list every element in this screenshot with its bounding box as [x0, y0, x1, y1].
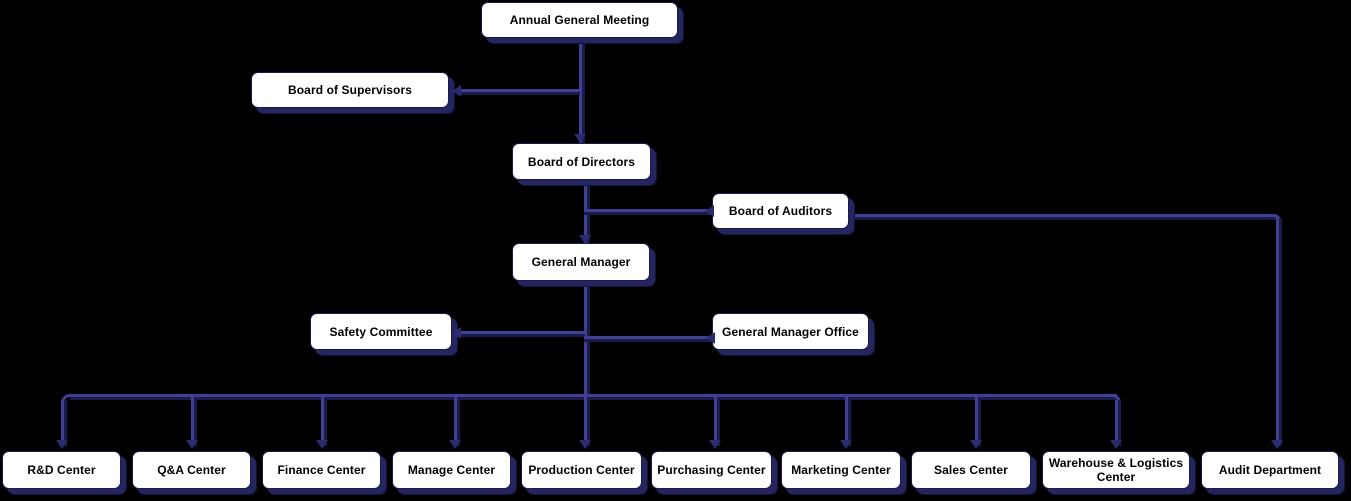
drop-sales-center	[975, 397, 978, 446]
node-sales-center[interactable]: Sales Center	[911, 451, 1031, 489]
node-qa-center[interactable]: Q&A Center	[132, 451, 251, 489]
edge-boa-right	[853, 214, 1276, 217]
arrowhead-safety-committee	[452, 327, 461, 339]
node-manage-center[interactable]: Manage Center	[392, 451, 511, 489]
node-general-manager-office[interactable]: General Manager Office	[712, 313, 869, 350]
node-general-manager[interactable]: General Manager	[512, 243, 650, 281]
node-board-of-directors[interactable]: Board of Directors	[512, 143, 651, 180]
edge-bod-to-gm	[584, 182, 587, 244]
edge-agm-to-bod	[579, 36, 582, 143]
arrowhead-manage-center	[449, 440, 461, 449]
edge-boa-to-audit	[1276, 218, 1279, 446]
node-audit-department[interactable]: Audit Department	[1201, 451, 1339, 489]
node-production-center[interactable]: Production Center	[521, 451, 642, 489]
department-bus-line	[70, 394, 1117, 397]
edge-gm-to-gmoffice	[584, 336, 715, 339]
node-purchasing-center[interactable]: Purchasing Center	[651, 451, 772, 489]
drop-qa-center	[191, 397, 194, 446]
elbow-boa-down	[1267, 214, 1282, 229]
drop-manage-center	[454, 397, 457, 446]
node-board-of-auditors[interactable]: Board of Auditors	[712, 193, 849, 229]
edge-agm-to-bos	[459, 89, 580, 92]
elbow-bod-to-boa	[584, 182, 596, 215]
arrowhead-bos	[452, 85, 461, 97]
node-marketing-center[interactable]: Marketing Center	[781, 451, 901, 489]
node-board-of-supervisors[interactable]: Board of Supervisors	[251, 72, 449, 108]
arrowhead-production-center	[579, 440, 591, 449]
arrowhead-sales-center	[970, 440, 982, 449]
arrowhead-qa-center	[186, 440, 198, 449]
arrowhead-gm	[579, 235, 591, 244]
edge-gm-to-safety	[459, 331, 585, 334]
drop-production-center	[584, 397, 587, 446]
drop-warehouse-logistics-center	[1115, 400, 1118, 446]
drop-purchasing-center	[714, 397, 717, 446]
arrowhead-bod	[574, 134, 586, 143]
arrowhead-boa	[705, 205, 714, 217]
arrowhead-finance-center	[316, 440, 328, 449]
arrowhead-rd-center	[56, 440, 68, 449]
elbow-bus-right-end	[1106, 394, 1121, 409]
arrowhead-audit-department	[1271, 440, 1283, 449]
arrowhead-warehouse-logistics-center	[1110, 440, 1122, 449]
node-warehouse-logistics-center[interactable]: Warehouse & Logistics Center	[1042, 451, 1190, 489]
drop-rd-center	[61, 400, 64, 446]
arrowhead-gm-office	[706, 332, 715, 344]
arrowhead-marketing-center	[840, 440, 852, 449]
drop-finance-center	[321, 397, 324, 446]
node-annual-general-meeting[interactable]: Annual General Meeting	[481, 2, 678, 38]
node-rd-center[interactable]: R&D Center	[2, 451, 121, 489]
edge-bod-to-boa	[584, 209, 714, 212]
arrowhead-purchasing-center	[709, 440, 721, 449]
node-finance-center[interactable]: Finance Center	[262, 451, 381, 489]
node-safety-committee[interactable]: Safety Committee	[310, 313, 452, 350]
drop-marketing-center	[845, 397, 848, 446]
